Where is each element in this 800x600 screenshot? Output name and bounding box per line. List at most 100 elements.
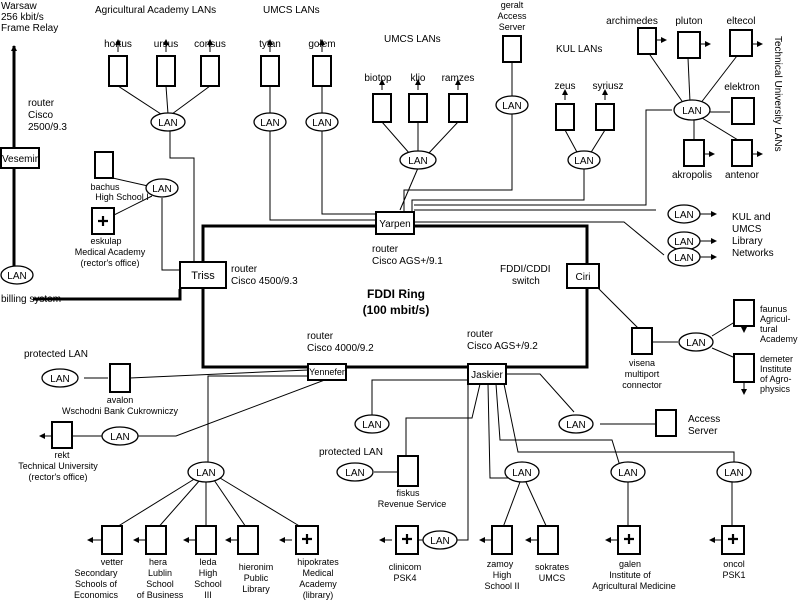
device-hera[interactable]: [145, 525, 167, 555]
device-consus[interactable]: [200, 55, 220, 87]
device-rekt[interactable]: [51, 421, 73, 449]
device-archimedes[interactable]: [637, 27, 657, 55]
lan-access[interactable]: LAN: [558, 414, 594, 434]
lan-kul-library-1[interactable]: LAN: [667, 204, 701, 224]
lan-jaskier-1[interactable]: LAN: [354, 414, 390, 434]
label-protected-lan: protected LAN: [24, 349, 88, 360]
lan-umcs-tytan[interactable]: LAN: [253, 112, 287, 132]
label-visena-2: multiport: [625, 369, 660, 379]
device-zeus[interactable]: [555, 103, 575, 131]
lan-faunus[interactable]: LAN: [678, 332, 714, 352]
device-avalon[interactable]: [109, 363, 131, 393]
lan-tech[interactable]: LAN: [673, 99, 711, 121]
lan-oncol[interactable]: LAN: [716, 461, 752, 483]
lan-geralt[interactable]: LAN: [495, 95, 529, 115]
lan-fiskus[interactable]: LAN: [336, 462, 374, 482]
device-antenor[interactable]: [731, 139, 753, 167]
device-vetter[interactable]: [101, 525, 123, 555]
lan-galen[interactable]: LAN: [610, 461, 646, 483]
device-biotop[interactable]: [372, 93, 392, 123]
label-access-server-2: Server: [688, 426, 718, 437]
device-ursus[interactable]: [156, 55, 176, 87]
lan-kul[interactable]: LAN: [567, 150, 601, 170]
lan-label: LAN: [430, 536, 449, 547]
jaskier-desc-2: Cisco AGS+/9.2: [467, 341, 538, 352]
host-devices: [51, 27, 755, 555]
device-elektron[interactable]: [731, 97, 755, 125]
router-triss[interactable]: Triss: [179, 261, 227, 289]
lan-label: LAN: [674, 253, 693, 264]
router-yennefer[interactable]: Yennefer: [307, 363, 347, 381]
diagram-subtitle: (100 mbit/s): [363, 303, 430, 317]
lan-agri[interactable]: LAN: [150, 112, 186, 132]
router-ciri[interactable]: Ciri: [566, 263, 600, 289]
label-vetter-4: Economics: [74, 590, 119, 600]
lan-avalon[interactable]: LAN: [41, 368, 79, 388]
device-klio[interactable]: [408, 93, 428, 123]
router-jaskier[interactable]: Jaskier: [467, 363, 507, 385]
device-golem[interactable]: [312, 55, 332, 87]
lan-label: LAN: [724, 468, 743, 479]
medical-cross-icon: [624, 534, 634, 544]
lan-label: LAN: [574, 156, 593, 167]
lan-label: LAN: [618, 468, 637, 479]
lan-bachus[interactable]: LAN: [145, 178, 179, 198]
device-geralt[interactable]: [502, 35, 522, 63]
device-ramzes[interactable]: [448, 93, 468, 123]
lan-kul-library-2[interactable]: LAN: [667, 231, 701, 251]
lan-label: LAN: [686, 338, 705, 349]
router-vesemir[interactable]: Vesemir: [0, 147, 40, 169]
device-faunus[interactable]: [733, 299, 755, 327]
lan-umcs-golem[interactable]: LAN: [305, 112, 339, 132]
device-bachus[interactable]: [94, 151, 114, 179]
device-zamoy[interactable]: [491, 525, 513, 555]
label-golem: golem: [308, 39, 335, 50]
label-tytan: tytan: [259, 39, 281, 50]
device-fiskus[interactable]: [397, 455, 419, 487]
label-hieronim: hieronim: [239, 562, 274, 572]
label-eltecol: eltecol: [727, 16, 756, 27]
device-sokrates[interactable]: [537, 525, 559, 555]
device-visena[interactable]: [631, 327, 653, 355]
lan-kul-library-3[interactable]: LAN: [667, 247, 701, 267]
device-access-server[interactable]: [655, 409, 677, 437]
label-eskulap: eskulap: [90, 236, 121, 246]
lan-billing[interactable]: LAN: [0, 265, 34, 285]
device-syriusz[interactable]: [595, 103, 615, 131]
label-sokrates-2: UMCS: [539, 573, 566, 583]
label-leda-4: III: [204, 590, 212, 600]
router-yarpen[interactable]: Yarpen: [375, 211, 415, 235]
device-eltecol[interactable]: [729, 29, 753, 57]
device-leda[interactable]: [195, 525, 217, 555]
label-galen: galen: [619, 559, 641, 569]
lan-nodes: LAN LAN LAN LAN LAN LAN LAN LAN LAN LAN …: [0, 95, 752, 550]
label-geralt-3: Server: [499, 22, 526, 32]
lan-umcs2[interactable]: LAN: [399, 150, 437, 170]
label-faunus-4: Academy: [760, 334, 798, 344]
lan-label: LAN: [566, 420, 585, 431]
lan-label: LAN: [158, 118, 177, 129]
lan-label: LAN: [345, 468, 364, 479]
lan-clinicom[interactable]: LAN: [422, 530, 458, 550]
router-yarpen-label: Yarpen: [379, 219, 411, 230]
device-pluton[interactable]: [677, 31, 701, 59]
medical-cross-icon: [98, 216, 108, 226]
lan-label: LAN: [152, 184, 171, 195]
label-ramzes: ramzes: [442, 73, 475, 84]
label-akropolis: akropolis: [672, 170, 712, 181]
lan-zamoy[interactable]: LAN: [504, 461, 540, 483]
lan-lower-left[interactable]: LAN: [187, 461, 225, 483]
device-akropolis[interactable]: [683, 139, 705, 167]
router-yennefer-label: Yennefer: [309, 367, 345, 377]
routers: Vesemir Triss Yarpen Ciri Yennefer Jaski…: [0, 147, 600, 385]
label-pluton: pluton: [675, 16, 702, 27]
lan-rekt[interactable]: LAN: [101, 426, 139, 446]
device-demeter[interactable]: [733, 353, 755, 383]
device-hieronim[interactable]: [237, 525, 259, 555]
device-tytan[interactable]: [260, 55, 280, 87]
label-galen-3: Agricultural Medicine: [592, 581, 676, 591]
label-rekt-2: Technical University: [18, 461, 98, 471]
device-hortus[interactable]: [108, 55, 128, 87]
router-jaskier-label: Jaskier: [471, 370, 503, 381]
